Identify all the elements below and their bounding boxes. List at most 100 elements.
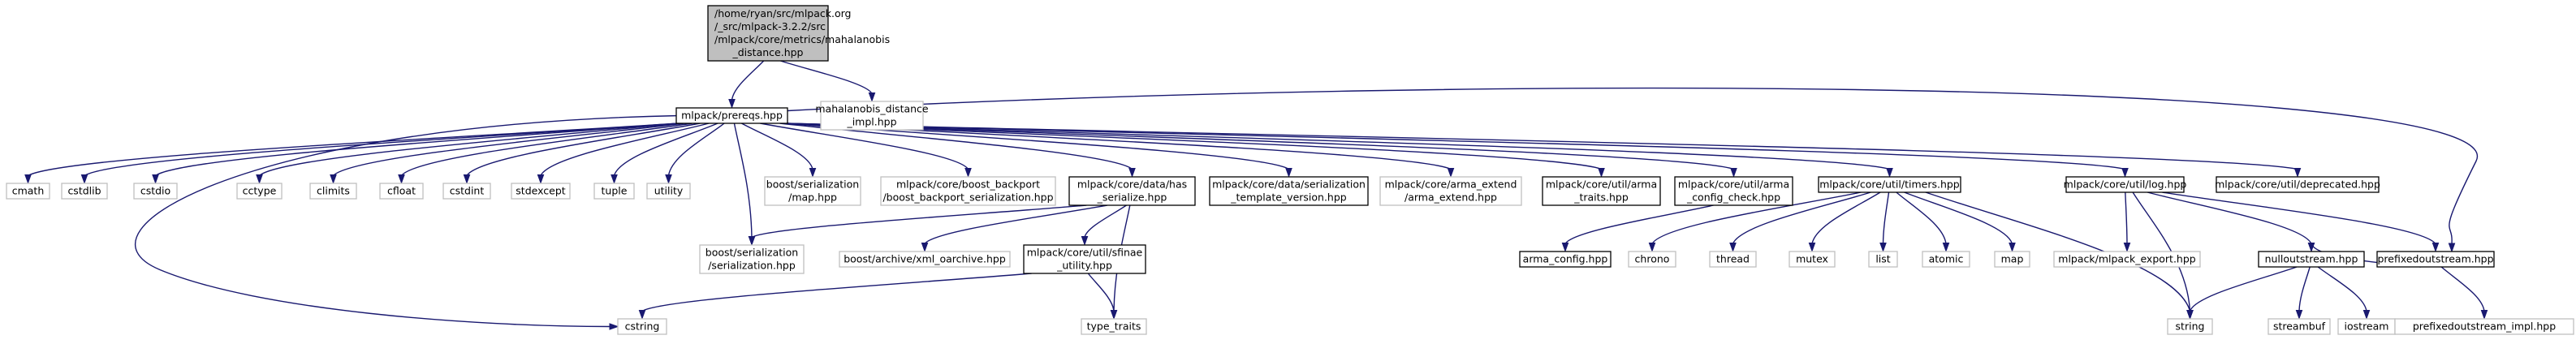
edge-prereqs-to-cstdio — [152, 123, 680, 184]
edge-line — [1904, 191, 2013, 244]
node-box — [2167, 318, 2213, 335]
node-label-line: mahalanobis_distance — [815, 103, 929, 115]
edge-prereqs-to-timers — [784, 123, 1893, 178]
edge-arrowhead — [2307, 243, 2315, 252]
node-label-line: /mlpack/core/metrics/mahalanobis — [714, 33, 890, 45]
node-label-line: /serialization.hpp — [708, 260, 796, 272]
edge-arrowhead — [609, 323, 619, 330]
node-box — [1379, 176, 1522, 206]
edge-line — [760, 123, 969, 170]
node-label-line: /home/ryan/src/mlpack.org — [714, 7, 851, 19]
edge-line — [731, 60, 765, 101]
node-atomic: atomic — [1922, 251, 1970, 268]
node-nulloutstream[interactable]: nulloutstream.hpp — [2258, 251, 2365, 268]
edge-line — [787, 87, 2479, 244]
edge-line — [84, 123, 680, 177]
edge-line — [733, 123, 753, 238]
node-prefixedoutstream[interactable]: prefixedoutstream.hpp — [2376, 251, 2495, 268]
node-box — [2053, 251, 2201, 268]
node-label-line: _serialize.hpp — [1097, 191, 1167, 204]
node-label-line: streambuf — [2273, 320, 2326, 333]
node-ser-template[interactable]: mlpack/core/data/serialization_template_… — [1209, 176, 1369, 206]
node-label-line: thread — [1716, 253, 1750, 265]
edge-line — [2132, 191, 2191, 312]
node-label-line: mlpack/mlpack_export.hpp — [2058, 253, 2195, 265]
edge-arrowhead — [1886, 168, 1893, 178]
edge-arrowhead — [1942, 243, 1950, 252]
edge-line — [1087, 273, 1115, 312]
edge-root-to-mahal-impl — [780, 60, 876, 102]
node-label-line: type_traits — [1087, 320, 1141, 333]
edge-line — [667, 123, 725, 176]
node-label-line: boost/archive/xml_oarchive.hpp — [844, 253, 1006, 265]
node-list: list — [1868, 251, 1898, 268]
edge-line — [613, 123, 718, 176]
node-box — [707, 5, 829, 62]
node-cstdlib: cstdlib — [61, 183, 108, 200]
node-root[interactable]: /home/ryan/src/mlpack.org/_src/mlpack-3.… — [707, 5, 890, 62]
node-boost-backport: mlpack/core/boost_backport/boost_backpor… — [880, 176, 1056, 206]
node-arma-config-check[interactable]: mlpack/core/util/arma_config_check.hpp — [1674, 176, 1793, 206]
node-label-line: mlpack/core/util/deprecated.hpp — [2215, 178, 2380, 191]
node-box — [1519, 251, 1612, 268]
edge-line — [784, 123, 1734, 170]
edge-arrowhead — [665, 174, 672, 184]
node-label-line: _impl.hpp — [846, 116, 896, 128]
node-label-line: atomic — [1929, 253, 1964, 265]
node-box — [1542, 176, 1661, 206]
node-label-line: /boost_backport_serialization.hpp — [882, 191, 1053, 204]
edge-arrowhead — [921, 243, 929, 252]
node-box — [1994, 251, 2030, 268]
edge-arrowhead — [2448, 243, 2456, 253]
node-thread: thread — [1709, 251, 1757, 268]
node-timers[interactable]: mlpack/core/util/timers.hpp — [1818, 176, 1961, 193]
node-label-line: _template_version.hpp — [1230, 191, 1347, 204]
edge-arrowhead — [728, 99, 736, 109]
node-label-line: utility — [654, 185, 684, 197]
node-arma-traits[interactable]: mlpack/core/util/arma_traits.hpp — [1542, 176, 1661, 206]
edge-line — [1651, 191, 1862, 244]
edge-line — [780, 60, 873, 94]
edge-line — [924, 204, 1107, 244]
edge-line — [134, 114, 680, 328]
node-label-line: arma_config.hpp — [1523, 253, 1608, 265]
edge-arrowhead — [152, 174, 159, 184]
node-box — [820, 101, 924, 131]
node-has-serialize[interactable]: mlpack/core/data/has_serialize.hpp — [1068, 176, 1196, 206]
edge-line — [2440, 266, 2485, 312]
edge-line — [1882, 191, 1890, 244]
edge-line — [2162, 191, 2436, 244]
edge-line — [259, 123, 680, 177]
node-sfinae[interactable]: mlpack/core/util/sfinae_utility.hpp — [1023, 244, 1146, 274]
node-label-line: mlpack/prereqs.hpp — [681, 110, 783, 122]
nodes-layer: /home/ryan/src/mlpack.org/_src/mlpack-3.… — [6, 5, 2574, 335]
edge-timers-to-list — [1879, 191, 1890, 252]
node-prereqs[interactable]: mlpack/prereqs.hpp — [675, 107, 788, 124]
edge-arrowhead — [2431, 243, 2440, 252]
node-label-line: mlpack/core/boost_backport — [896, 178, 1040, 191]
node-box — [2376, 251, 2495, 268]
edge-line — [1896, 191, 1947, 244]
node-arma-config[interactable]: arma_config.hpp — [1519, 251, 1612, 268]
node-deprecated[interactable]: mlpack/core/util/deprecated.hpp — [2215, 176, 2380, 193]
node-arma-extend: mlpack/core/arma_extend/arma_extend.hpp — [1379, 176, 1522, 206]
node-log[interactable]: mlpack/core/util/log.hpp — [2064, 176, 2187, 193]
edge-arrowhead — [2295, 310, 2303, 320]
node-climits: climits — [309, 183, 357, 200]
node-box — [442, 183, 491, 200]
node-label-line: stdexcept — [516, 185, 565, 197]
node-box — [1922, 251, 1970, 268]
edge-arrowhead — [330, 174, 337, 184]
edge-arrowhead — [1648, 243, 1656, 252]
edge-prereqs-to-log — [784, 123, 2129, 178]
node-boost-serialization: boost/serialization/serialization.hpp — [699, 244, 805, 274]
edge-has-serialize-to-sfinae — [1081, 204, 1127, 246]
node-box — [617, 318, 667, 335]
edge-log-to-nulloutstream — [2147, 191, 2315, 252]
node-label-line: _config_check.hpp — [1686, 191, 1780, 204]
node-label-line: mlpack/core/util/log.hpp — [2064, 178, 2187, 191]
edge-arrowhead — [2186, 310, 2194, 320]
node-box — [839, 251, 1011, 268]
node-cstdint: cstdint — [442, 183, 491, 200]
edge-sfinae-to-type-traits — [1087, 273, 1118, 320]
